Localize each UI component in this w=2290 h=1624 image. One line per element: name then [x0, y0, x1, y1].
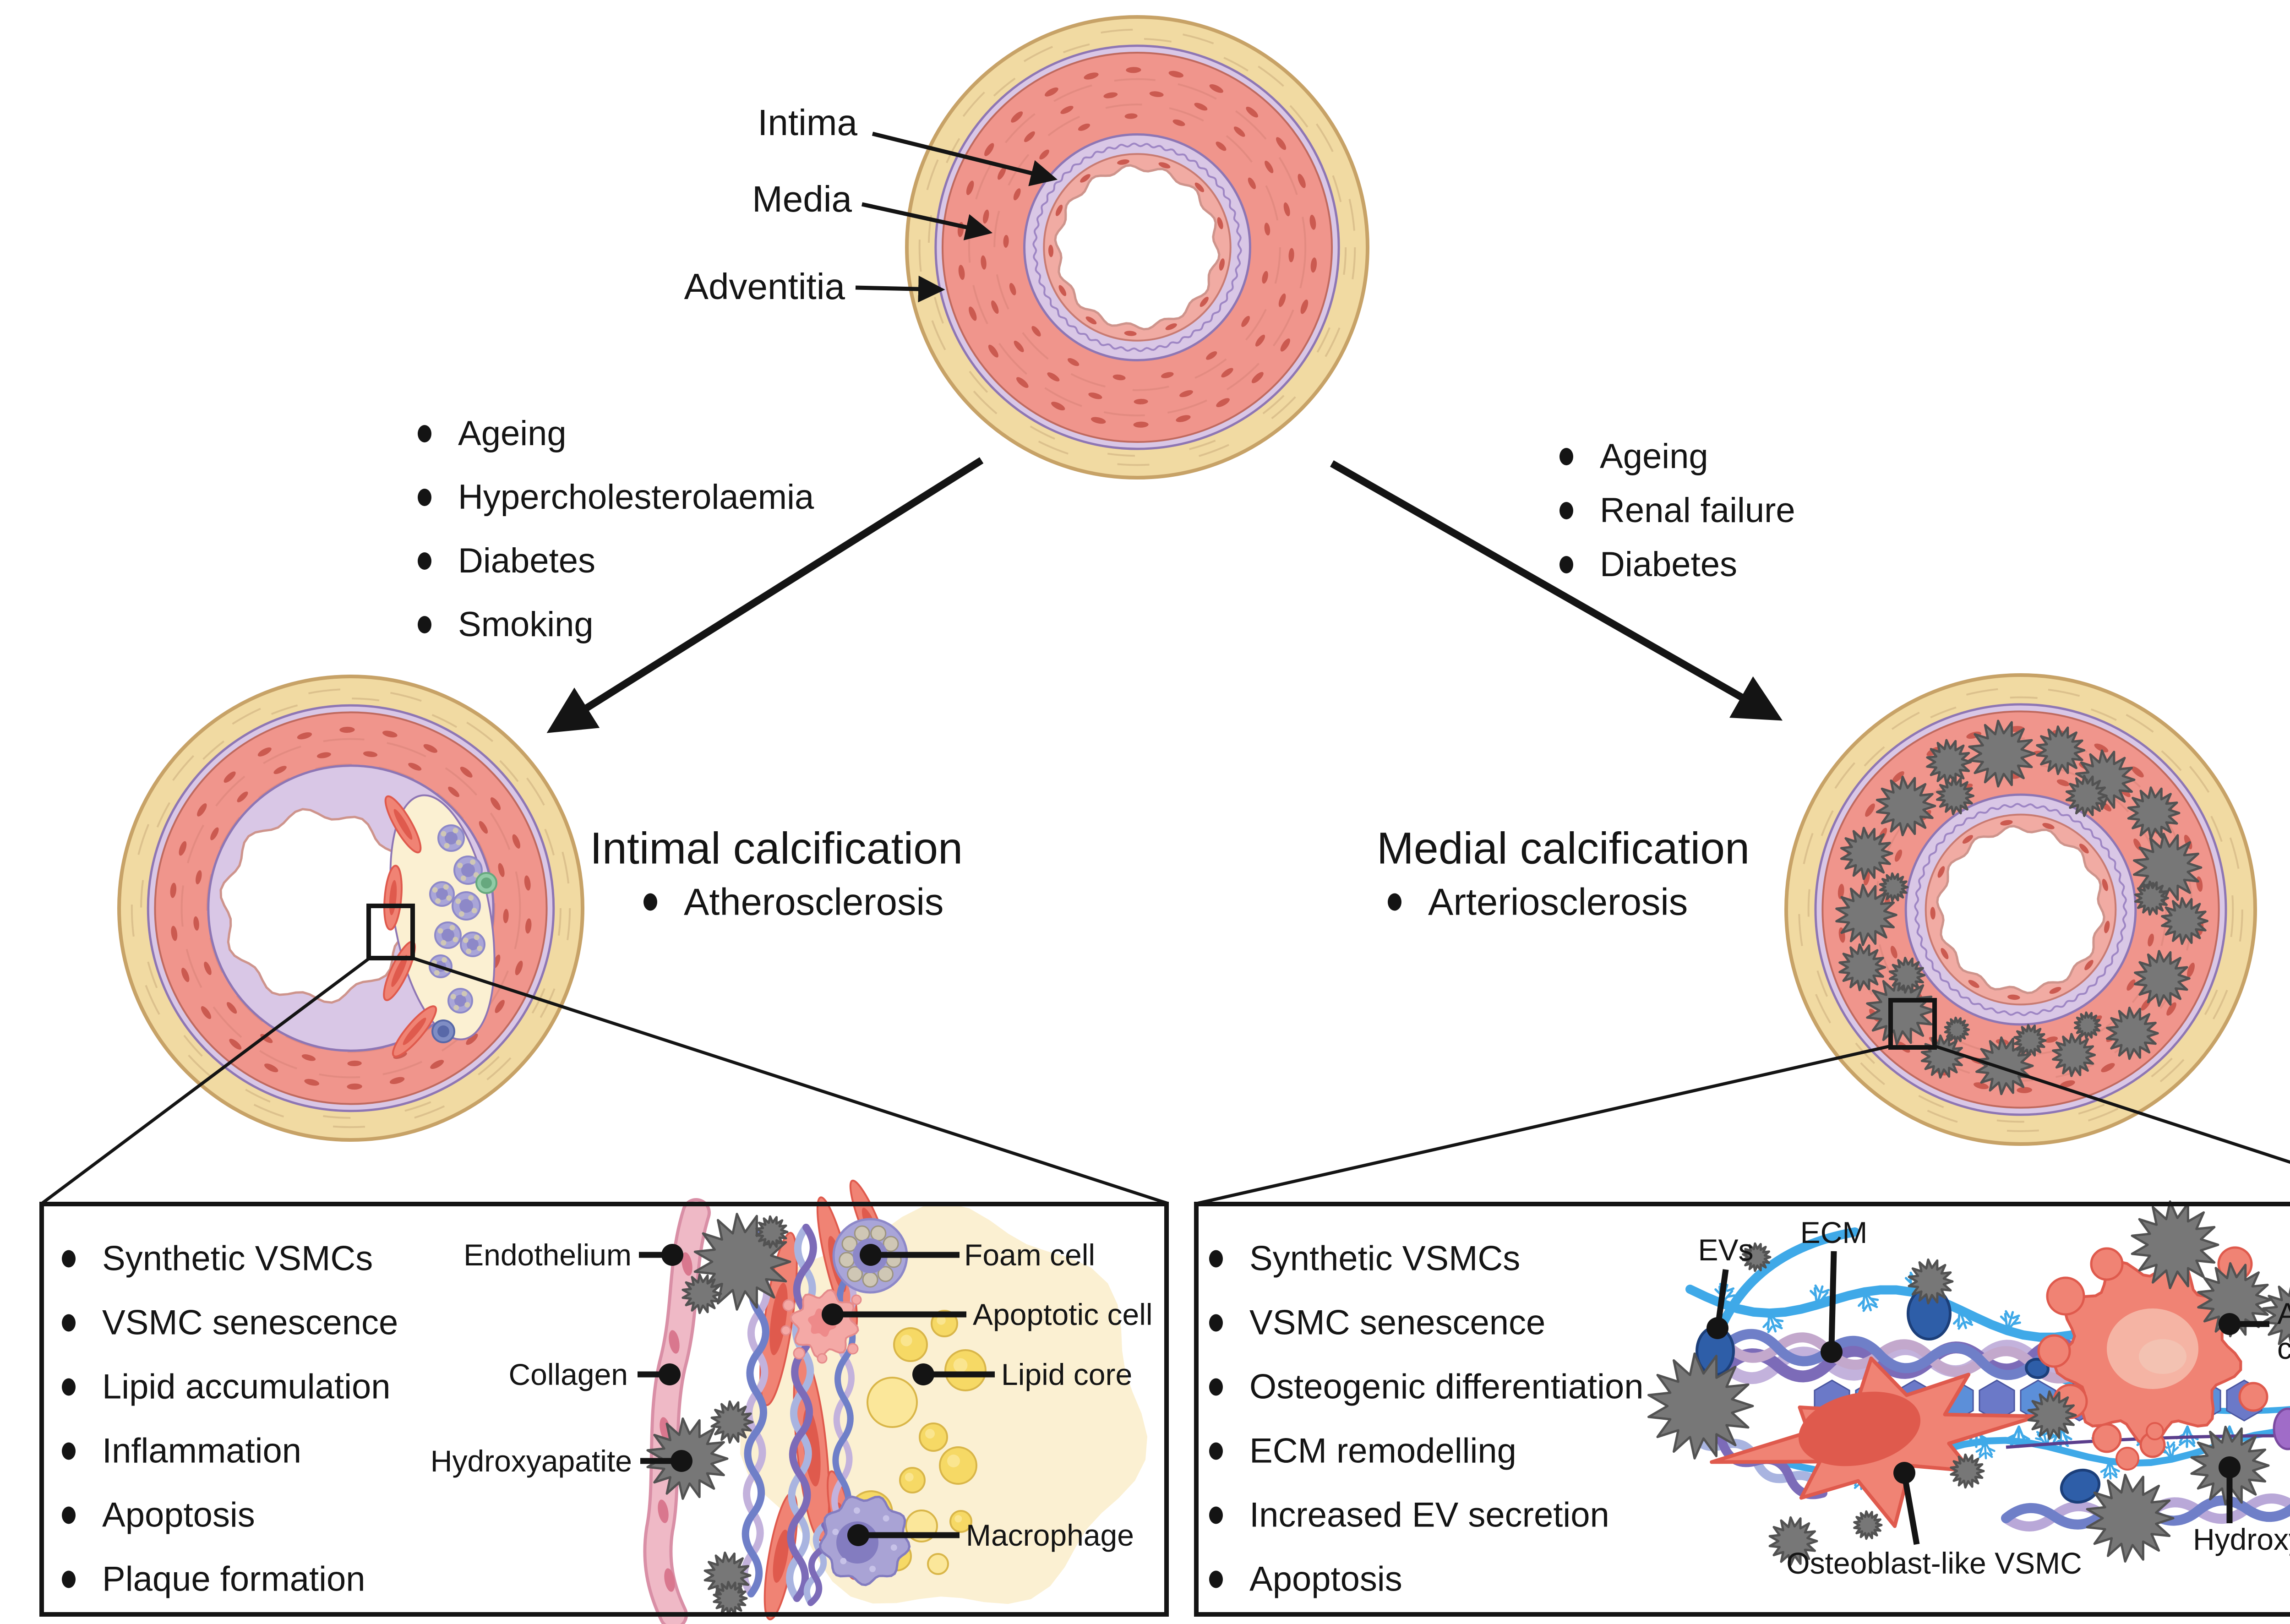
medial-detail-box: Synthetic VSMCs VSMC senescence Osteogen… — [1194, 1202, 2290, 1617]
bullet-dot — [643, 893, 657, 910]
risk-item-label: Smoking — [458, 605, 594, 644]
label-media: Media — [752, 179, 852, 219]
bullet-dot — [1559, 502, 1573, 519]
label-collagen: Collagen — [508, 1357, 628, 1391]
feature-label: Synthetic VSMCs — [1249, 1239, 1521, 1278]
list-item: Plaque formation — [62, 1559, 365, 1599]
list-item: VSMC senescence — [1209, 1303, 1545, 1343]
bullet-dot — [62, 1314, 76, 1331]
arrows — [546, 131, 1783, 733]
list-item: Osteogenic differentiation — [1209, 1367, 1644, 1407]
bullet-dot — [1209, 1506, 1223, 1524]
list-item: Inflammation — [62, 1431, 301, 1471]
bullet-dot — [1209, 1378, 1223, 1395]
list-item: Ageing — [1559, 439, 1708, 474]
label-macrophage: Macrophage — [966, 1518, 1134, 1552]
list-item: Synthetic VSMCs — [62, 1239, 373, 1279]
risk-item-label: Diabetes — [1600, 545, 1737, 584]
bullet-dot — [1209, 1442, 1223, 1460]
bullet-dot — [1388, 893, 1401, 910]
bullet-dot — [1559, 448, 1573, 465]
list-item: Diabetes — [418, 544, 595, 578]
bullet-dot — [62, 1250, 76, 1267]
list-item: VSMC senescence — [62, 1303, 398, 1343]
bullet-dot — [418, 425, 431, 442]
label-intima: Intima — [758, 102, 857, 143]
bullet-dot — [1209, 1570, 1223, 1588]
label-foam-cell: Foam cell — [964, 1238, 1096, 1272]
heading-intimal-calcification: Intimal calcification — [589, 823, 963, 873]
label-endothelium: Endothelium — [463, 1238, 632, 1272]
label-apoptotic-cell: Apoptotic cell — [2277, 1297, 2290, 1365]
risk-item-label: Hypercholesterolaemia — [458, 478, 814, 517]
subtype-atherosclerosis: Atherosclerosis — [643, 883, 943, 921]
feature-label: Increased EV secretion — [1249, 1495, 1609, 1535]
subtype-label: Atherosclerosis — [684, 880, 944, 923]
list-item: Lipid accumulation — [62, 1367, 391, 1407]
label-osteoblast-like-vsmc: Osteoblast-like VSMC — [1786, 1546, 2082, 1580]
risk-item-label: Renal failure — [1600, 491, 1795, 530]
intimal-detail-box: Synthetic VSMCs VSMC senescence Lipid ac… — [39, 1202, 1169, 1617]
feature-label: Plaque formation — [102, 1559, 365, 1599]
feature-label: VSMC senescence — [1249, 1303, 1546, 1342]
bullet-dot — [1559, 556, 1573, 573]
list-item: Ageing — [418, 416, 567, 451]
label-connectors — [638, 1244, 2269, 1546]
bullet-dot — [418, 552, 431, 570]
feature-label: Apoptosis — [102, 1495, 255, 1535]
list-item: Apoptosis — [1209, 1559, 1402, 1599]
healthy-artery-illustration — [905, 15, 1369, 480]
feature-label: Osteogenic differentiation — [1249, 1367, 1644, 1406]
bullet-dot — [1209, 1250, 1223, 1267]
label-hydroxyapatite: Hydroxyapatite — [430, 1444, 632, 1478]
calcified-artery-illustration — [1784, 673, 2257, 1146]
feature-label: Apoptosis — [1249, 1559, 1402, 1599]
atherosclerotic-artery-illustration — [117, 675, 584, 1142]
feature-label: Lipid accumulation — [102, 1367, 391, 1406]
feature-label: Synthetic VSMCs — [102, 1239, 373, 1278]
list-item: Renal failure — [1559, 493, 1795, 528]
label-adventitia: Adventitia — [684, 266, 845, 307]
list-item: Smoking — [418, 607, 594, 642]
risk-item-label: Ageing — [458, 414, 567, 453]
label-lipid-core: Lipid core — [1001, 1357, 1133, 1391]
label-apoptotic-cell: Apoptotic cell — [973, 1297, 1153, 1331]
bullet-dot — [62, 1570, 76, 1588]
risk-item-label: Ageing — [1600, 437, 1708, 476]
label-ecm: ECM — [1800, 1215, 1868, 1249]
feature-label: ECM remodelling — [1249, 1431, 1516, 1471]
zoom-region-markers — [40, 904, 2290, 1205]
list-item: ECM remodelling — [1209, 1431, 1516, 1471]
list-item: Synthetic VSMCs — [1209, 1239, 1520, 1279]
bullet-dot — [62, 1506, 76, 1524]
label-evs: EVs — [1698, 1233, 1754, 1267]
feature-label: Inflammation — [102, 1431, 302, 1471]
bullet-dot — [62, 1442, 76, 1460]
list-item: Diabetes — [1559, 547, 1737, 582]
feature-label: VSMC senescence — [102, 1303, 398, 1342]
bullet-dot — [1209, 1314, 1223, 1331]
list-item: Apoptosis — [62, 1495, 255, 1535]
subtype-label: Arteriosclerosis — [1428, 880, 1688, 923]
subtype-arteriosclerosis: Arteriosclerosis — [1388, 883, 1688, 921]
list-item: Increased EV secretion — [1209, 1495, 1609, 1535]
label-hydroxyapatite: Hydroxyapatite — [2193, 1522, 2290, 1556]
bullet-dot — [418, 616, 431, 633]
risk-item-label: Diabetes — [458, 541, 595, 580]
bullet-dot — [62, 1378, 76, 1395]
heading-medial-calcification: Medial calcification — [1376, 823, 1750, 873]
list-item: Hypercholesterolaemia — [418, 480, 814, 515]
bullet-dot — [418, 489, 431, 506]
